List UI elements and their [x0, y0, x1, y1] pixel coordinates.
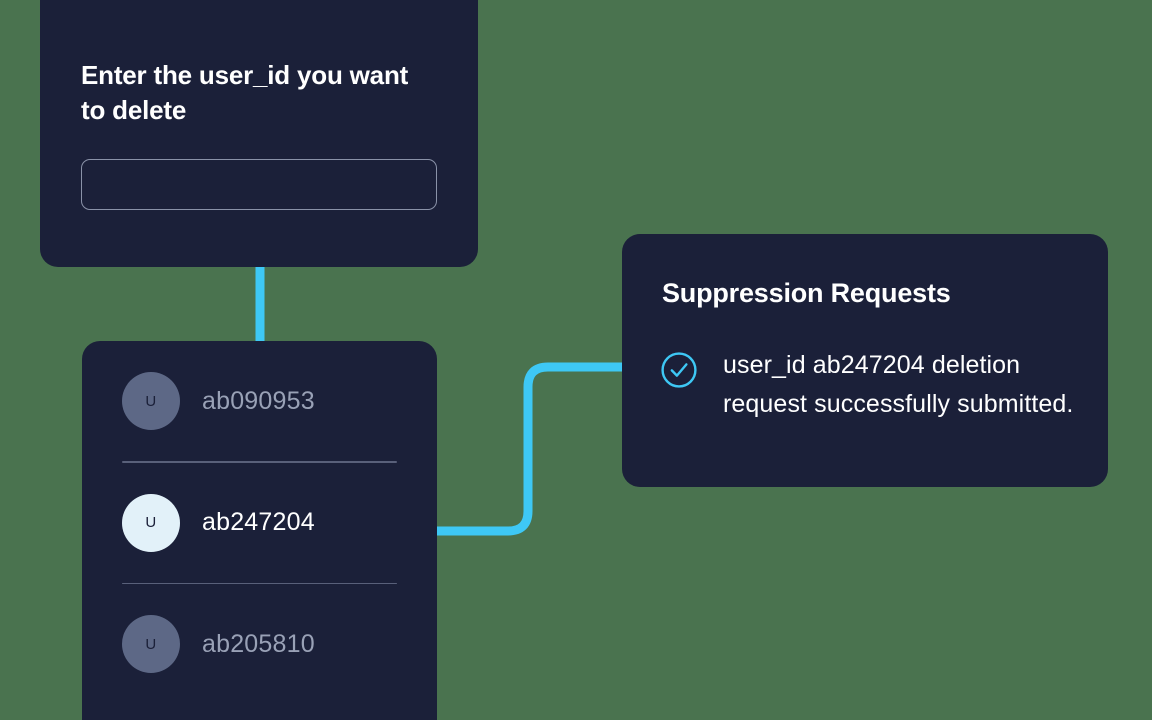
avatar: U [122, 493, 180, 552]
user-id-label: ab090953 [202, 386, 315, 415]
avatar: U [122, 372, 180, 430]
prompt-card: Enter the user_id you want to delete [40, 0, 478, 267]
user-list-card: U ab090953 U ab247204 U ab205810 [82, 341, 437, 720]
circle-check-icon [660, 351, 698, 394]
request-item: user_id ab247204 deletion request succes… [660, 346, 1082, 423]
avatar: U [122, 615, 180, 674]
suppression-requests-card: Suppression Requests user_id ab247204 de… [622, 234, 1108, 487]
connector-list-to-requests [434, 362, 624, 536]
list-item[interactable]: U ab247204 [122, 463, 397, 583]
user-id-label: ab247204 [202, 508, 315, 537]
row-divider [122, 461, 397, 463]
card-title: Suppression Requests [662, 278, 951, 308]
list-item[interactable]: U ab090953 [122, 341, 397, 461]
prompt-title: Enter the user_id you want to delete [81, 60, 409, 125]
user-id-input[interactable] [81, 159, 437, 210]
list-item[interactable]: U ab205810 [122, 584, 397, 704]
row-divider [122, 582, 397, 585]
request-message: user_id ab247204 deletion request succes… [723, 351, 1074, 418]
user-id-label: ab205810 [202, 629, 315, 658]
